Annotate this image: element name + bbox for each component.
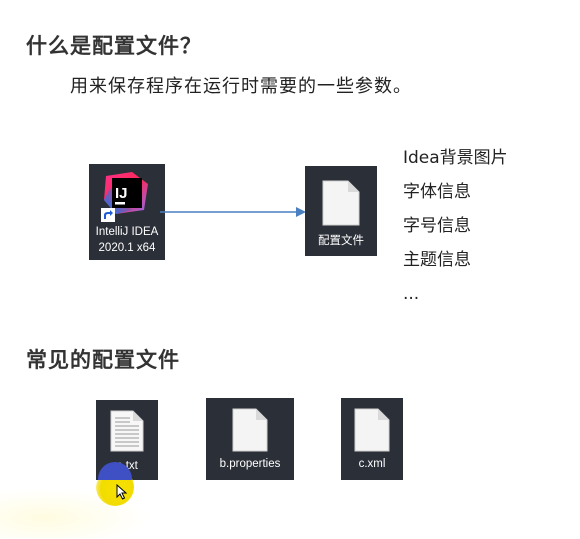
blank-file-icon [322,180,360,226]
arrow-right-icon [160,207,306,217]
config-file-icon-tile[interactable]: 配置文件 [305,166,377,256]
intellij-idea-shortcut[interactable]: IJ IntelliJ IDEA 2020.1 x64 [89,164,165,260]
section-title-common: 常见的配置文件 [26,348,180,372]
blank-file-icon [354,408,390,452]
shortcut-arrow-icon [101,208,115,222]
config-info-list: Idea背景图片 字体信息 字号信息 主题信息 ... [403,145,508,315]
info-item: 主题信息 [403,250,471,270]
info-item: Idea背景图片 [403,148,508,168]
file-label: c.xml [358,458,386,470]
text-file-icon [110,410,144,452]
app-label-line1: IntelliJ IDEA [95,226,159,238]
info-item: 字体信息 [403,182,471,202]
file-c-xml[interactable]: c.xml [341,398,403,480]
blank-file-icon [232,408,268,452]
intellij-logo-icon: IJ [104,172,148,214]
section-title-what-is: 什么是配置文件？ [26,34,202,58]
mouse-pointer-icon [116,484,128,500]
config-file-label: 配置文件 [318,235,364,247]
info-item: 字号信息 [403,216,471,236]
file-label: b.properties [219,458,281,470]
section-description: 用来保存程序在运行时需要的一些参数。 [70,76,412,97]
app-label-line2: 2020.1 x64 [98,242,156,254]
file-b-properties[interactable]: b.properties [206,398,294,480]
cursor-click-indicator [98,462,132,480]
info-item-ellipsis: ... [403,284,420,304]
svg-text:IJ: IJ [115,185,128,202]
